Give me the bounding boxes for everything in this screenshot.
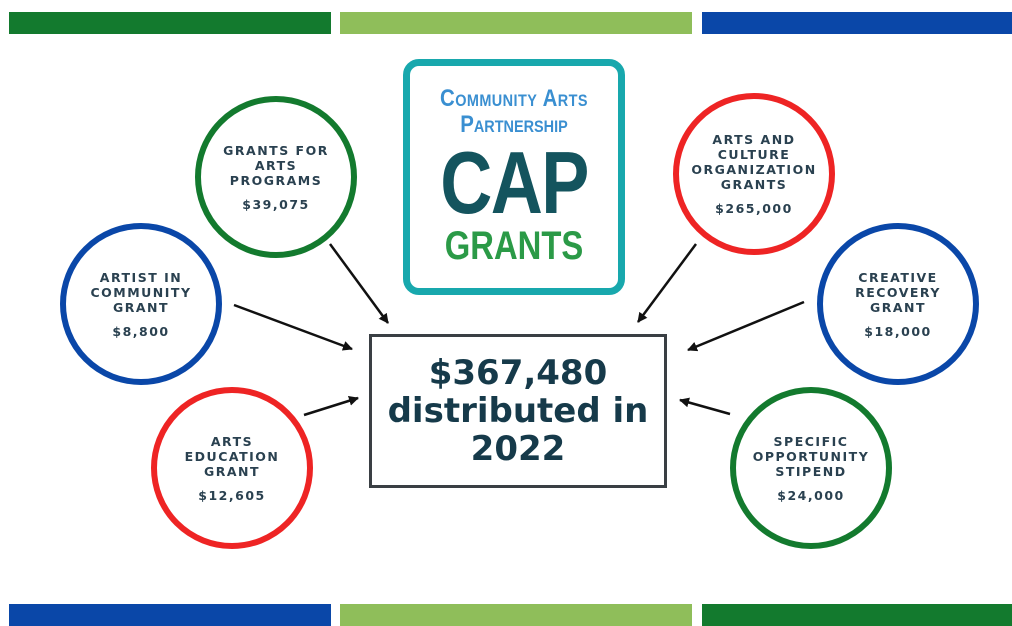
grant-name: CREATIVE RECOVERY GRANT <box>855 269 941 315</box>
bottom-bar-blue <box>9 604 331 626</box>
bottom-bar-dark-green <box>702 604 1012 626</box>
grant-name: SPECIFIC OPPORTUNITY STIPEND <box>752 433 870 479</box>
arrow-arts-education <box>303 395 359 417</box>
grant-circle-arts-culture-org: ARTS AND CULTURE ORGANIZATION GRANTS $26… <box>673 93 835 255</box>
grant-name: ARTS AND CULTURE ORGANIZATION GRANTS <box>691 132 817 192</box>
logo-line-grants: GRANTS <box>444 224 584 268</box>
logo-line-partnership: Partnership <box>460 111 568 138</box>
arrow-artist-in-community <box>233 303 353 351</box>
bottom-bar-light-green <box>340 604 692 626</box>
grant-name: GRANTS FOR ARTS PROGRAMS <box>223 142 329 188</box>
grant-amount: $12,605 <box>198 487 266 503</box>
grant-name: ARTIST IN COMMUNITY GRANT <box>90 269 192 315</box>
logo-line-community-arts: Community Arts <box>440 85 588 112</box>
grant-amount: $18,000 <box>864 323 932 339</box>
arrow-specific-opportunity <box>679 397 731 416</box>
cap-grants-logo: Community Arts Partnership CAP GRANTS <box>403 59 625 295</box>
top-bar-blue <box>702 12 1012 34</box>
arrow-creative-recovery <box>687 300 805 352</box>
grant-circle-specific-opportunity: SPECIFIC OPPORTUNITY STIPEND $24,000 <box>730 387 892 549</box>
arrow-arts-culture-org <box>636 243 698 323</box>
grant-circle-creative-recovery: CREATIVE RECOVERY GRANT $18,000 <box>817 223 979 385</box>
total-distributed-text: $367,480 distributed in 2022 <box>387 353 649 469</box>
grant-circle-artist-in-community: ARTIST IN COMMUNITY GRANT $8,800 <box>60 223 222 385</box>
grant-amount: $8,800 <box>112 323 170 339</box>
arrow-arts-programs <box>328 243 390 324</box>
grant-name: ARTS EDUCATION GRANT <box>184 433 280 479</box>
top-bar-light-green <box>340 12 692 34</box>
logo-line-cap: CAP <box>440 133 589 232</box>
grant-amount: $39,075 <box>242 196 310 212</box>
grant-circle-arts-education: ARTS EDUCATION GRANT $12,605 <box>151 387 313 549</box>
grant-amount: $24,000 <box>777 487 845 503</box>
top-bar-dark-green <box>9 12 331 34</box>
total-distributed-box: $367,480 distributed in 2022 <box>369 334 667 488</box>
grant-circle-arts-programs: GRANTS FOR ARTS PROGRAMS $39,075 <box>195 96 357 258</box>
grant-amount: $265,000 <box>715 201 793 216</box>
